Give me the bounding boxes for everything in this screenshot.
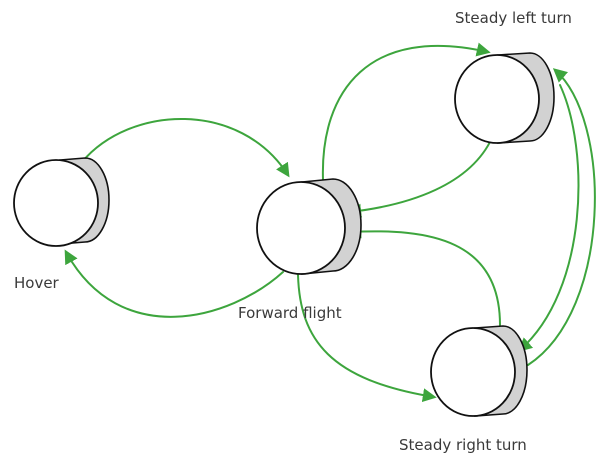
cylinder-face bbox=[430, 327, 516, 417]
node-steady-left-turn: Steady left turn bbox=[454, 9, 572, 144]
node-label-steady-right-turn: Steady right turn bbox=[399, 436, 527, 454]
node-steady-right-turn: Steady right turn bbox=[399, 325, 528, 454]
edge-right-to-forward bbox=[347, 224, 501, 326]
edge-right-to-left bbox=[527, 68, 596, 366]
edge-forward-to-left bbox=[321, 42, 491, 181]
edge-forward-to-hover bbox=[64, 249, 284, 318]
edge-left-to-forward bbox=[347, 137, 493, 218]
edge-left-to-right bbox=[517, 84, 580, 352]
edge-hover-to-forward bbox=[81, 117, 290, 178]
edge-forward-to-right bbox=[297, 274, 437, 403]
node-label-hover: Hover bbox=[14, 274, 60, 292]
transition-edges bbox=[64, 42, 596, 403]
node-hover: Hover bbox=[13, 157, 110, 292]
cylinder-face bbox=[13, 159, 99, 247]
cylinder-face bbox=[256, 181, 346, 275]
node-forward-flight: Forward flight bbox=[238, 178, 362, 322]
node-label-steady-left-turn: Steady left turn bbox=[455, 9, 572, 27]
node-label-forward-flight: Forward flight bbox=[238, 304, 342, 322]
flight-mode-nodes: Hover Forward flight Steady left turn St… bbox=[13, 9, 572, 454]
cylinder-face bbox=[454, 54, 540, 144]
